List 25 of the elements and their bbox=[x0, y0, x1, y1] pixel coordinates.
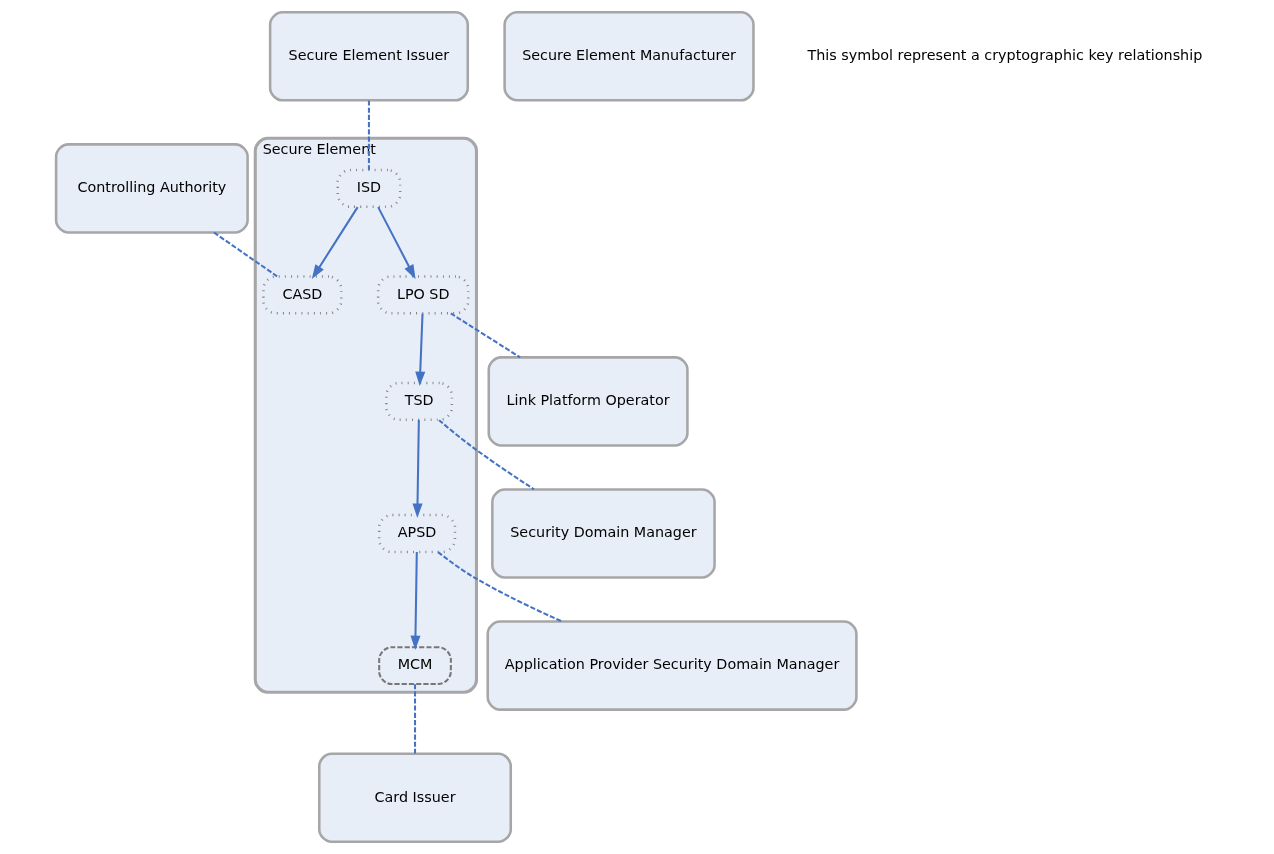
node-box: Security Domain Manager bbox=[490, 488, 716, 579]
connector bbox=[437, 419, 535, 491]
connector bbox=[436, 551, 563, 623]
node-box: CASD bbox=[261, 275, 343, 315]
legend-label: This symbol represent a cryptographic key relationship bbox=[806, 47, 1202, 64]
arrow bbox=[412, 419, 423, 518]
node-box: Secure Element Manufacturer bbox=[502, 11, 755, 102]
node-box: TSD bbox=[384, 381, 453, 422]
arrow bbox=[376, 206, 416, 280]
node-box: Link Platform Operator bbox=[487, 356, 689, 447]
node-box: MCM bbox=[377, 646, 452, 686]
node-box: Secure Element Issuer bbox=[268, 11, 469, 102]
connector bbox=[367, 100, 370, 170]
connector bbox=[413, 684, 416, 754]
connector bbox=[449, 312, 521, 359]
arrow bbox=[311, 206, 358, 280]
node-box: Controlling Authority bbox=[54, 143, 249, 234]
arrow bbox=[409, 552, 420, 650]
node-box: ISD bbox=[335, 168, 401, 209]
node-box: LPO SD bbox=[376, 275, 470, 315]
arrow bbox=[414, 313, 425, 386]
node-box: Card Issuer bbox=[317, 752, 512, 843]
connector bbox=[212, 231, 278, 278]
node-box: APSD bbox=[377, 513, 456, 554]
node-box: Application Provider Security Domain Manager bbox=[485, 620, 858, 711]
